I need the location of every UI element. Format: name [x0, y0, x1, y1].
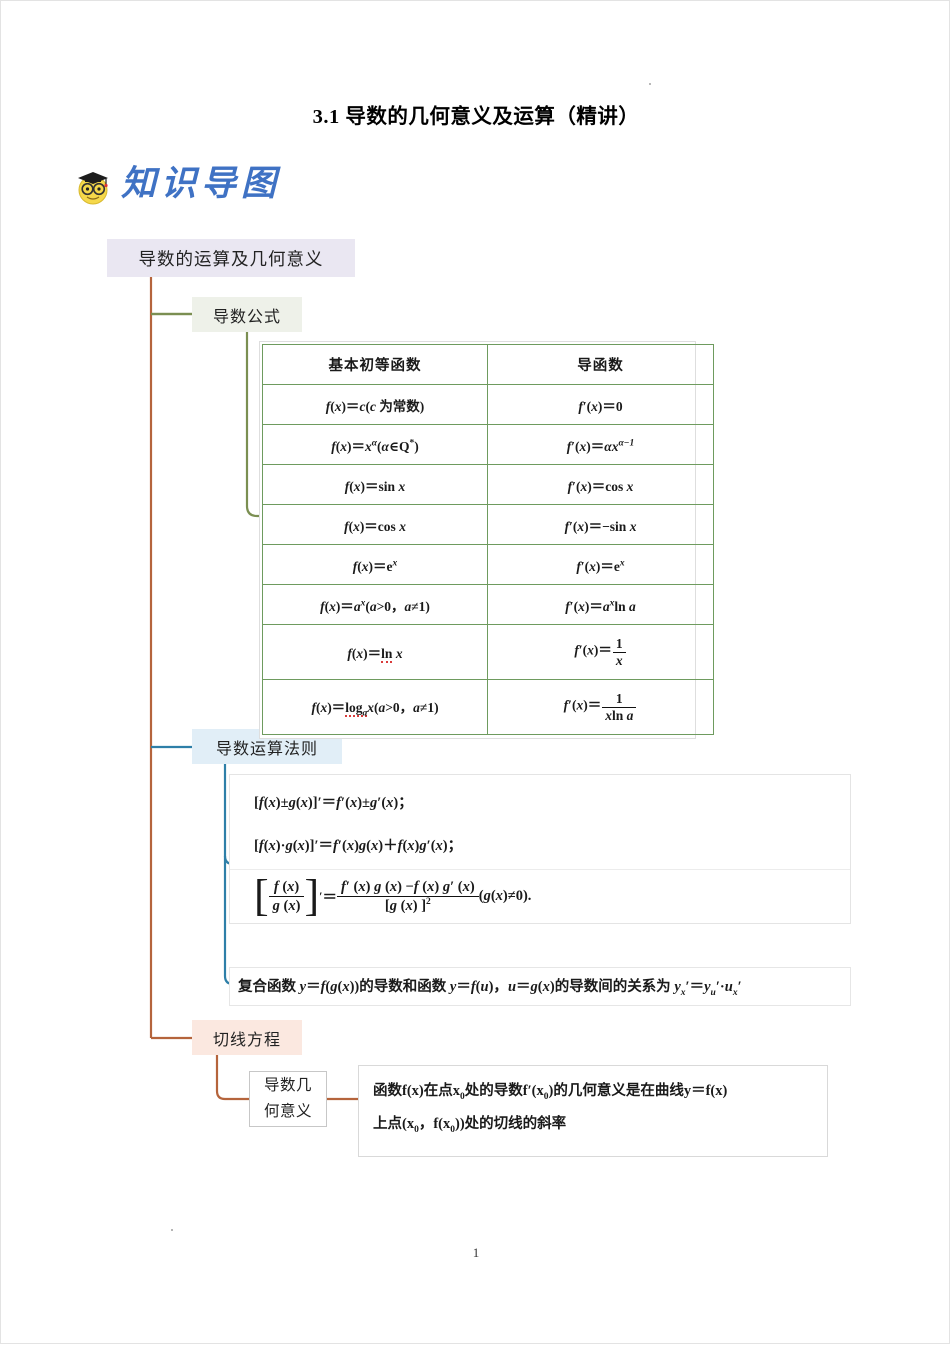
- rule-chain: 复合函数 y＝f(g(x))的导数和函数 y＝f(u)，u＝g(x)的导数间的关…: [229, 967, 851, 1006]
- table-header-basic-functions: 基本初等函数: [262, 344, 488, 385]
- rule-sum-difference: [f(x)±g(x)]′＝f′(x)±g′(x)；: [254, 795, 413, 811]
- mindmap-node-derivative-formulas[interactable]: 导数公式: [192, 297, 302, 332]
- table-row: f(x)＝xα(α∈Q*) f′(x)＝αxα−1: [262, 424, 714, 465]
- geo-text-line1: 函数f(x)在点x0处的导数f′(x0)的几何意义是在曲线y＝f(x): [373, 1083, 728, 1102]
- table-cell-function: f(x)＝ln x: [262, 624, 488, 680]
- geo-text-line2: 上点(x0，f(x0))处的切线的斜率: [373, 1115, 567, 1135]
- table-cell-function: f(x)＝sin x: [262, 464, 488, 505]
- table-row: f(x)＝ax(a>0，a≠1) f′(x)＝axln a: [262, 584, 714, 625]
- derivative-table-container: 基本初等函数 导函数 f(x)＝c(c 为常数) f′(x)＝0 f(x)＝xα…: [259, 341, 714, 739]
- table-header-derivative: 导函数: [487, 344, 714, 385]
- rule-product: [f(x)·g(x)]′＝f′(x)g(x)＋f(x)g′(x)；: [254, 838, 463, 854]
- table-cell-derivative: f′(x)＝axln a: [487, 584, 714, 625]
- table-cell-derivative: f′(x)＝ex: [487, 544, 714, 585]
- rule-quotient: [f (x)g (x)]′＝f′ (x) g (x) −f (x) g′ (x)…: [230, 869, 850, 923]
- table-cell-derivative: f′(x)＝αxα−1: [487, 424, 714, 465]
- page-number: 1: [472, 1245, 480, 1260]
- geo-node-line1: 导数几: [263, 1077, 312, 1094]
- table-cell-derivative: f′(x)＝−sin x: [487, 504, 714, 545]
- table-row: f(x)＝sin x f′(x)＝cos x: [262, 464, 714, 505]
- title-margin-mark: [649, 83, 651, 85]
- table-row: f(x)＝c(c 为常数) f′(x)＝0: [262, 384, 714, 425]
- mindmap-node-tangent-equation[interactable]: 切线方程: [192, 1020, 302, 1055]
- knowledge-map-heading: 知识导图: [73, 159, 303, 211]
- table-row: f(x)＝ex f′(x)＝ex: [262, 544, 714, 585]
- page-title: 3.1 导数的几何意义及运算（精讲）: [312, 106, 640, 128]
- table-cell-function: f(x)＝ax(a>0，a≠1): [262, 584, 488, 625]
- geo-node-line2: 何意义: [263, 1103, 312, 1120]
- geometric-meaning-panel: 函数f(x)在点x0处的导数f′(x0)的几何意义是在曲线y＝f(x) 上点(x…: [358, 1065, 828, 1157]
- graduate-face-icon: [78, 172, 108, 205]
- table-cell-derivative: f′(x)＝cos x: [487, 464, 714, 505]
- table-row: f(x)＝cos x f′(x)＝−sin x: [262, 504, 714, 545]
- operation-rules-panel: [f(x)±g(x)]′＝f′(x)±g′(x)； [f(x)·g(x)]′＝f…: [229, 774, 851, 925]
- table-cell-function: f(x)＝c(c 为常数): [262, 384, 488, 425]
- table-cell-derivative: f′(x)＝0: [487, 384, 714, 425]
- table-cell-function: f(x)＝cos x: [262, 504, 488, 545]
- mindmap-node-geometric-meaning[interactable]: 导数几 何意义: [249, 1071, 327, 1127]
- table-cell-function: f(x)＝logax(a>0，a≠1): [262, 679, 488, 735]
- table-cell-function: f(x)＝ex: [262, 544, 488, 585]
- footer-margin-mark: [171, 1229, 173, 1231]
- knowledge-map-label: 知识导图: [121, 163, 282, 204]
- derivative-table: 基本初等函数 导函数 f(x)＝c(c 为常数) f′(x)＝0 f(x)＝xα…: [262, 344, 714, 735]
- table-header-row: 基本初等函数 导函数: [262, 344, 714, 385]
- mindmap-node-root[interactable]: 导数的运算及几何意义: [107, 239, 355, 277]
- table-cell-function: f(x)＝xα(α∈Q*): [262, 424, 488, 465]
